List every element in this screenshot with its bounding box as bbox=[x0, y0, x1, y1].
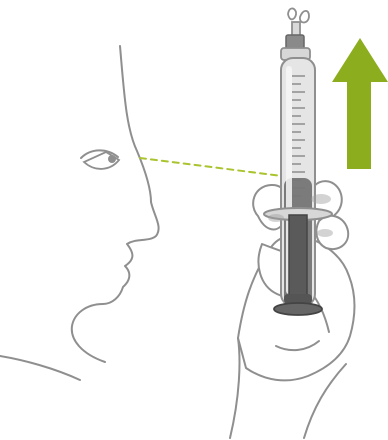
left-droplet bbox=[288, 8, 296, 19]
sight-line bbox=[140, 158, 290, 177]
plunger-rod bbox=[289, 215, 307, 305]
head-profile bbox=[0, 46, 159, 380]
pupil bbox=[108, 155, 116, 163]
plunger-base bbox=[274, 303, 322, 315]
needle-cap bbox=[292, 22, 300, 36]
neck-line bbox=[0, 356, 80, 380]
upward-arrow bbox=[332, 38, 388, 169]
face-outline bbox=[72, 46, 159, 362]
eye bbox=[81, 150, 119, 169]
right-droplet bbox=[300, 11, 309, 23]
